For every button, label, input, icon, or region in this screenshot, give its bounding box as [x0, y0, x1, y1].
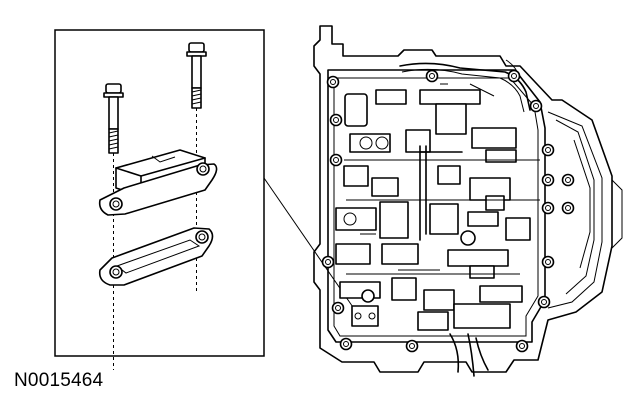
valve-body-internals — [335, 83, 540, 331]
gasket-part — [98, 227, 214, 286]
bolt-right — [186, 42, 207, 292]
perimeter-bolts — [321, 69, 575, 353]
bolt-left — [103, 83, 124, 370]
figure-reference-number: N0015464 — [14, 370, 104, 391]
valve-body — [313, 25, 623, 377]
solenoid-cover-part — [98, 149, 218, 216]
